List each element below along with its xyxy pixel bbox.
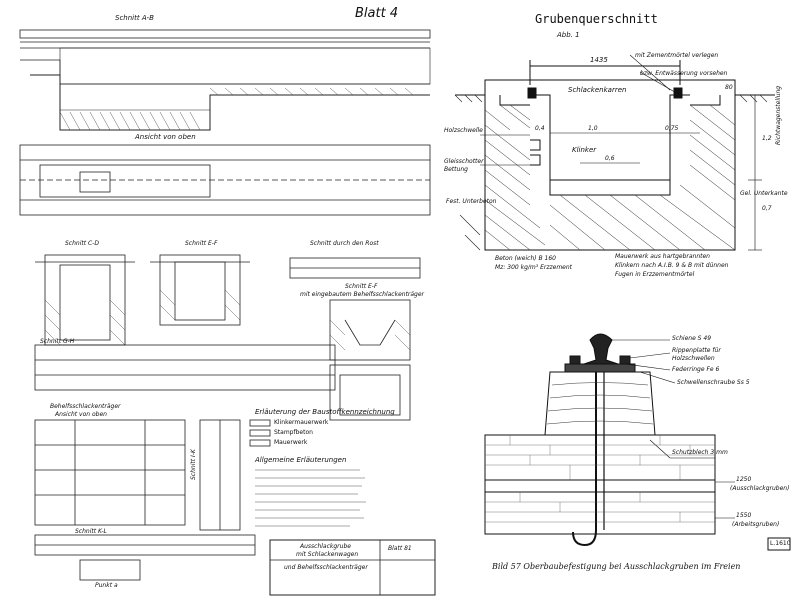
label-federring: Federringe Fe 6 bbox=[672, 366, 720, 373]
section-gh-label: Schnitt G-H bbox=[40, 338, 75, 345]
label-bettung: Bettung bbox=[444, 166, 468, 173]
left-sheet: Schnitt A-B Blatt 4 Ansicht von oben Sch… bbox=[19, 6, 436, 596]
title-block-line-3: und Behelfsschlackenträger bbox=[284, 564, 368, 571]
note-mz: Mz: 300 kg/m³ Erzzement bbox=[495, 264, 573, 271]
cross-section-drawing bbox=[454, 54, 775, 251]
section-cd-label: Schnitt C-D bbox=[65, 240, 99, 247]
level-2-sub: (Arbeitsgruben) bbox=[732, 521, 780, 528]
dim-1-0: 1,0 bbox=[588, 125, 598, 132]
title-block-line-2: mit Schlackenwagen bbox=[296, 551, 359, 558]
sheet-label: Blatt 4 bbox=[355, 6, 399, 21]
rail-fastening-drawing bbox=[484, 333, 791, 551]
section-rost-label: Schnitt durch den Rost bbox=[310, 240, 379, 247]
label-holzschwelle: Holzschwelle bbox=[444, 127, 483, 134]
legend-item-1: Klinkermauerwerk bbox=[274, 419, 329, 426]
cross-section-figure: Grubenquerschnitt Abb. 1 1435 80 mit Zem… bbox=[440, 0, 800, 300]
top-view-label: Ansicht von oben bbox=[135, 133, 196, 141]
dim-0-6: 0,6 bbox=[605, 155, 615, 162]
label-fest-unterbeton: Fest. Unterbeton bbox=[446, 198, 497, 205]
level-1: 1250 bbox=[736, 476, 752, 483]
label-rippenplatte: Rippenplatte für bbox=[672, 347, 721, 354]
point-a-label: Punkt a bbox=[95, 582, 118, 589]
label-schraube: Schwellenschraube Ss 5 bbox=[677, 379, 750, 386]
drawing-stamp: L.1610 bbox=[770, 540, 791, 547]
section-ef2-label: Schnitt E-F bbox=[345, 283, 378, 290]
cross-section-figure-no: Abb. 1 bbox=[557, 31, 580, 39]
aux-carrier-sub-label: Ansicht von oben bbox=[55, 411, 107, 418]
section-ef-label: Schnitt E-F bbox=[185, 240, 218, 247]
label-rippenplatte-2: Holzschwellen bbox=[672, 355, 715, 362]
aux-carrier-label: Behelfsschlackenträger bbox=[50, 403, 121, 410]
cross-section-title: Grubenquerschnitt bbox=[535, 12, 658, 26]
section-ef2-sub-label: mit eingebautem Behelfsschlackenträger bbox=[300, 291, 425, 298]
dim-1-2: 1,2 bbox=[762, 135, 772, 142]
label-klinker: Klinker bbox=[572, 146, 597, 154]
note-beton: Beton (weich) B 160 bbox=[495, 255, 556, 262]
dim-0-4: 0,4 bbox=[535, 125, 545, 132]
figure-caption: Bild 57 Oberbaubefestigung bei Ausschlac… bbox=[492, 562, 741, 571]
legend-title: Erläuterung der Baustoffkennzeichnung bbox=[255, 408, 395, 416]
legend-item-3: Mauerwerk bbox=[274, 439, 308, 446]
note-mauer-3: Fugen in Erzzementmörtel bbox=[615, 271, 695, 278]
label-rail-position: Richtwagenstellung bbox=[775, 85, 782, 145]
note-mauer-1: Mauerwerk aus hartgebrannten bbox=[615, 253, 710, 260]
level-2: 1550 bbox=[736, 512, 752, 519]
notes-title: Allgemeine Erläuterungen bbox=[255, 456, 347, 464]
sheet-number: Blatt 81 bbox=[388, 545, 412, 552]
note-mauer-2: Klinkern nach A.I.B. 9 & B mit dünnen bbox=[615, 262, 729, 269]
level-1-sub: (Ausschlackgruben) bbox=[730, 485, 790, 492]
dim-80: 80 bbox=[725, 84, 733, 91]
dim-0-7: 0,7 bbox=[762, 205, 772, 212]
label-schlackenkarren: Schlackenkarren bbox=[568, 86, 627, 94]
label-schiene: Schiene S 49 bbox=[672, 335, 712, 342]
section-kl-label: Schnitt K-L bbox=[75, 528, 107, 535]
label-unterkante: Gel. Unterkante bbox=[740, 190, 788, 197]
title-block-line-1: Ausschlackgrube bbox=[300, 543, 351, 550]
section-ik-label: Schnitt I-K bbox=[190, 449, 197, 480]
dim-0-75: 0,75 bbox=[665, 125, 679, 132]
label-zement: mit Zementmörtel verlegen bbox=[635, 52, 719, 59]
rail-fastening-figure: Schiene S 49 Rippenplatte für Holzschwel… bbox=[440, 300, 800, 600]
dim-width: 1435 bbox=[590, 56, 608, 64]
label-schutzblech: Schutzblech 3 mm bbox=[672, 449, 728, 456]
section-ab-label: Schnitt A-B bbox=[115, 14, 154, 22]
label-gleisschotter: Gleisschotter bbox=[444, 158, 484, 165]
legend-item-2: Stampfbeton bbox=[274, 429, 313, 436]
label-entwaesserung: bzw. Entwässerung vorsehen bbox=[640, 70, 728, 77]
left-sheet-drawing bbox=[19, 29, 436, 596]
